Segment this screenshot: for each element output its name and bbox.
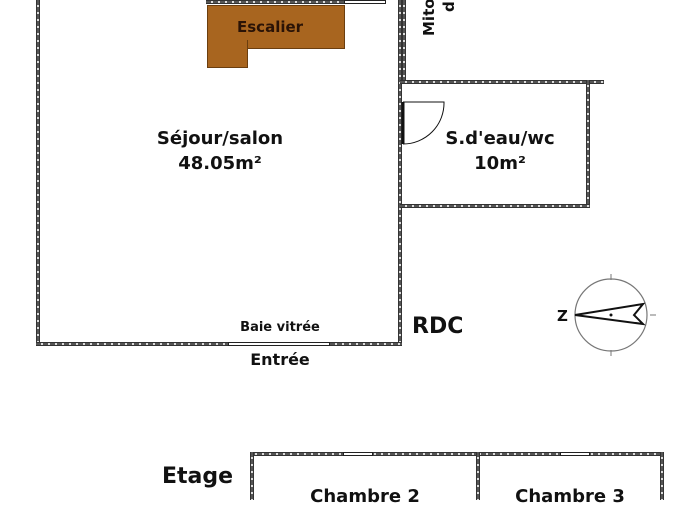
sejour-left-wall: [36, 0, 40, 346]
sejour-area: 48.05m²: [178, 153, 262, 174]
stairs-block-lower: [207, 40, 248, 68]
baie-vitree-label: Baie vitrée: [240, 320, 320, 335]
etage-top-wall: [250, 452, 664, 456]
sdeau-area: 10m²: [474, 153, 526, 174]
adjacent-room-label-2: d: [440, 1, 458, 12]
etage-left-wall: [250, 452, 254, 500]
chambre-2-label: Chambre 2: [310, 486, 420, 507]
sdeau-right-wall: [586, 80, 590, 208]
etage-right-wall: [660, 452, 664, 500]
sejour-top-wall: [206, 0, 386, 4]
compass-icon: [574, 274, 656, 356]
adjacent-room-label: Mito: [420, 0, 438, 36]
sejour-right-wall-upper: [398, 0, 402, 346]
sdeau-top-wall: [400, 80, 604, 84]
etage-window-2: [560, 452, 590, 456]
etage-floor-label: Etage: [162, 464, 234, 489]
entree-label: Entrée: [250, 350, 310, 369]
rdc-floor-label: RDC: [412, 314, 464, 339]
adjacent-room-wall: [402, 0, 406, 82]
top-window: [344, 0, 386, 4]
etage-window-1: [343, 452, 373, 456]
sdeau-name: S.d'eau/wc: [445, 128, 555, 149]
sejour-name: Séjour/salon: [156, 128, 284, 149]
sdeau-bottom-wall: [400, 204, 590, 208]
chambre-3-label: Chambre 3: [515, 486, 625, 507]
sejour-bottom-wall: [36, 342, 402, 346]
stairs-label: Escalier: [237, 18, 304, 36]
door-swing-icon: [401, 101, 445, 145]
baie-vitree-window: [228, 342, 330, 346]
compass-letter: Z: [557, 307, 568, 325]
etage-middle-wall: [476, 452, 480, 500]
